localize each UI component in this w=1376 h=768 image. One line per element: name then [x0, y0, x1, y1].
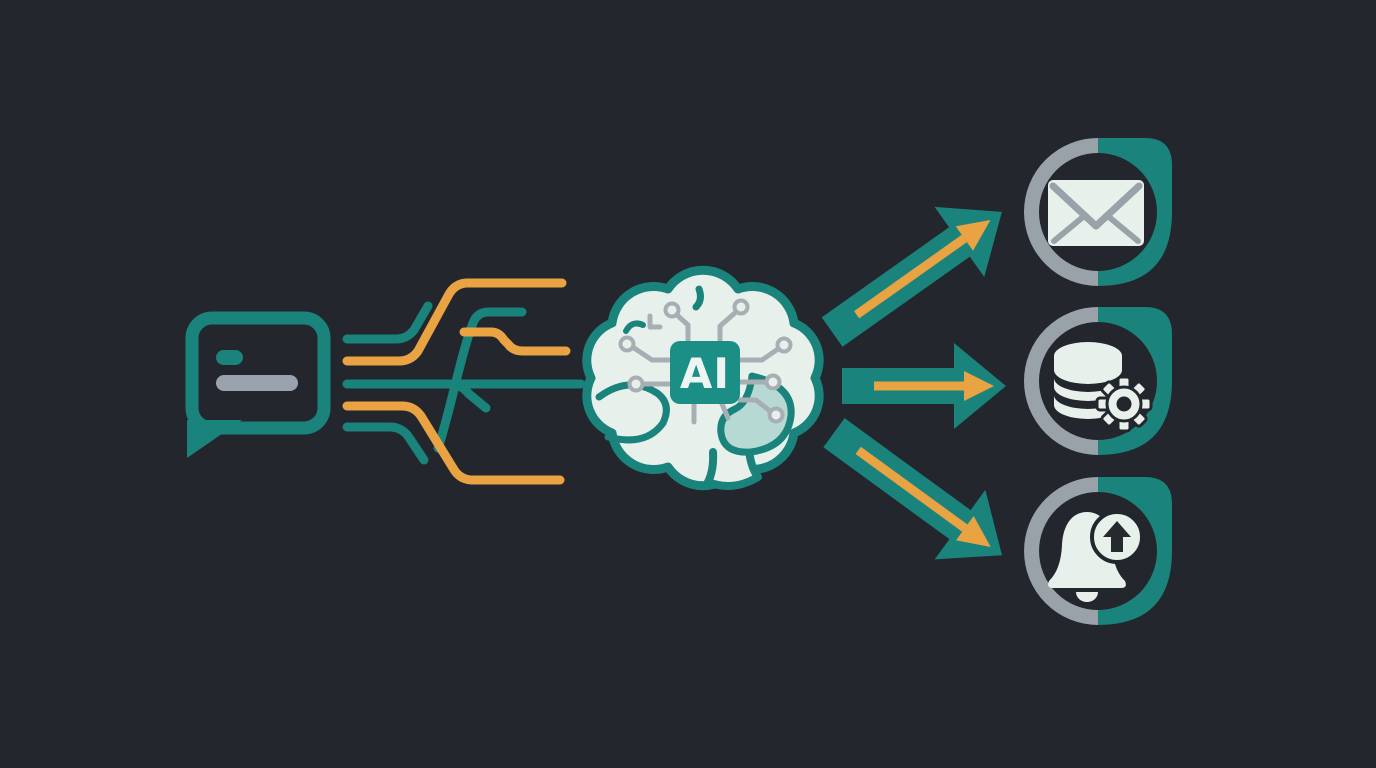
- badge-ring-teal: [1098, 307, 1172, 455]
- trace-node: [732, 298, 750, 316]
- brain-crease: [623, 320, 646, 334]
- arrow-to-notification: [823, 418, 1003, 560]
- badge-ring-gray: [1024, 477, 1099, 625]
- brain-icon: AI: [582, 265, 824, 491]
- up-arrow-icon: [1103, 521, 1131, 552]
- upload-badge: [1090, 510, 1144, 564]
- brain-swirl: [595, 381, 670, 444]
- badge-ring-gray: [1024, 138, 1099, 286]
- chat-bubble-icon: [185, 311, 331, 458]
- circuit-trace: [631, 345, 673, 363]
- output-badge-email: [1024, 138, 1172, 286]
- output-badge-notification: [1024, 477, 1172, 625]
- ai-chip-label: AI: [680, 349, 730, 398]
- circuit-trace: [737, 346, 781, 363]
- data-stream-lines: [342, 278, 586, 485]
- stream-line: [342, 401, 565, 485]
- arrow-to-database: [842, 343, 1006, 429]
- badge-ring-gray: [1024, 307, 1099, 455]
- circuit-trace: [737, 397, 773, 414]
- stream-line: [342, 278, 567, 366]
- circuit-traces: [631, 309, 781, 425]
- circuit-trace: [647, 313, 663, 330]
- circuit-trace: [674, 312, 691, 344]
- brain-lobe: [717, 372, 795, 456]
- bell-clapper: [1076, 592, 1098, 602]
- arrow-to-email: [821, 206, 1002, 347]
- stream-line: [342, 422, 429, 465]
- arrow-inner-head: [955, 219, 991, 251]
- badge-ring-teal: [1098, 138, 1172, 286]
- envelope-folds: [1051, 214, 1141, 244]
- envelope-icon: [1048, 180, 1144, 246]
- trace-node: [618, 335, 636, 353]
- gear-icon: [1095, 375, 1153, 433]
- stream-line: [433, 307, 527, 453]
- chat-text-dash-short: [216, 350, 243, 365]
- arrow-inner-head: [956, 516, 991, 548]
- stream-line: [459, 327, 571, 356]
- chat-bubble-outline: [185, 311, 331, 435]
- chat-text-dash-long: [216, 375, 298, 391]
- circuit-trace: [719, 401, 731, 421]
- output-badge-database: [1024, 307, 1172, 455]
- circuit-trace: [717, 309, 739, 344]
- trace-node: [767, 406, 785, 424]
- badge-ring-teal: [1098, 477, 1172, 625]
- gear-hole: [1116, 396, 1132, 412]
- trace-node: [627, 375, 645, 393]
- database-disc: [1054, 342, 1122, 384]
- arrow-inner-head: [964, 371, 994, 401]
- ai-chip: AI: [670, 341, 740, 404]
- brain-crease: [692, 285, 704, 311]
- trace-node: [663, 301, 681, 319]
- trace-node: [775, 336, 793, 354]
- stream-line: [342, 301, 433, 344]
- trace-node: [764, 373, 782, 391]
- arrow-inner-shaft: [854, 234, 967, 319]
- circuit-nodes: [618, 298, 793, 424]
- envelope-flap: [1049, 182, 1143, 230]
- arrow-inner-shaft: [855, 446, 968, 532]
- ai-chip-body: [670, 341, 740, 404]
